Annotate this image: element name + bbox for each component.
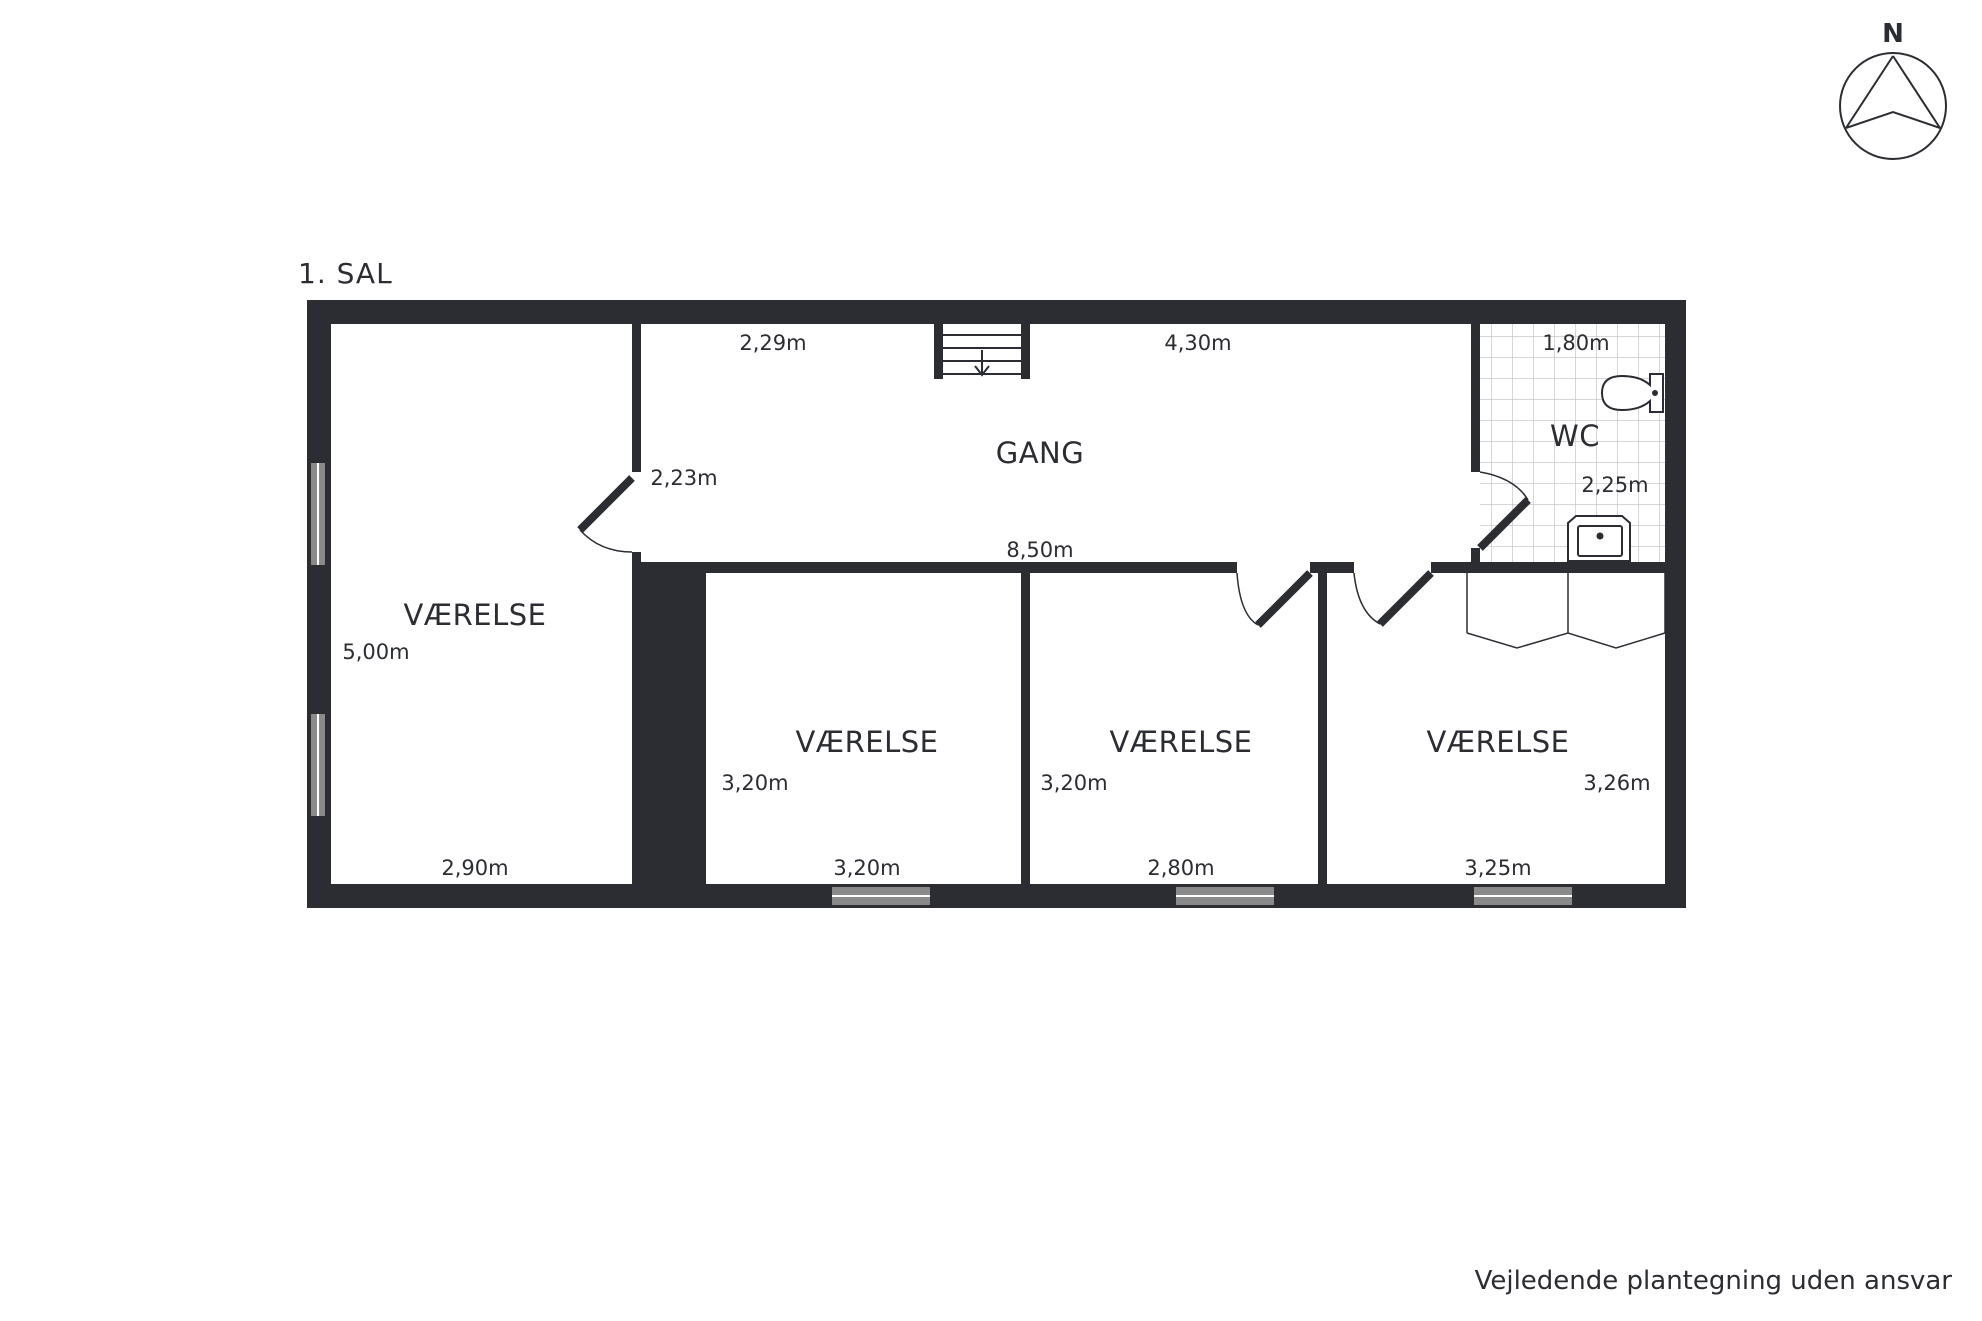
compass-circle — [1839, 52, 1947, 160]
toilet-icon — [1600, 373, 1664, 413]
dim-vaerelse-1-height: 5,00m — [342, 640, 409, 664]
compass-north-label: N — [1882, 19, 1904, 49]
stairs — [934, 324, 1030, 379]
disclaimer-note: Vejledende plantegning uden ansvar — [1474, 1266, 1952, 1296]
wc-fixtures — [1567, 373, 1664, 562]
room-label-vaerelse-2: VÆRELSE — [796, 725, 939, 759]
room-label-vaerelse-4: VÆRELSE — [1427, 725, 1570, 759]
dim-vaerelse-2-width: 3,20m — [833, 856, 900, 880]
dim-gang-length: 8,50m — [1006, 538, 1073, 562]
dim-vaerelse-1-width: 2,90m — [441, 856, 508, 880]
stair-arrow-icon — [974, 350, 990, 377]
dim-vaerelse-2-height: 3,20m — [721, 771, 788, 795]
room-label-wc: WC — [1550, 419, 1600, 453]
wardrobe — [1466, 573, 1666, 649]
dim-vaerelse-3-height: 3,20m — [1040, 771, 1107, 795]
room-label-vaerelse-3: VÆRELSE — [1110, 725, 1253, 759]
left-windows — [311, 463, 325, 816]
dim-gang-left-width: 2,29m — [739, 331, 806, 355]
bottom-windows — [832, 887, 1572, 905]
compass-arrow-icon — [1845, 55, 1941, 129]
outer-walls — [307, 300, 1686, 908]
dim-wc-height: 2,25m — [1581, 473, 1648, 497]
dim-gang-height: 2,23m — [650, 466, 717, 490]
dim-vaerelse-3-width: 2,80m — [1147, 856, 1214, 880]
compass: N — [1839, 19, 1947, 160]
dim-vaerelse-4-width: 3,25m — [1464, 856, 1531, 880]
dim-gang-right-width: 4,30m — [1164, 331, 1231, 355]
interior-walls — [632, 324, 1665, 884]
room-label-gang: GANG — [996, 436, 1084, 470]
doors — [577, 471, 1531, 628]
room-label-vaerelse-1: VÆRELSE — [404, 598, 547, 632]
dim-vaerelse-4-height: 3,26m — [1583, 771, 1650, 795]
dim-wc-width: 1,80m — [1542, 331, 1609, 355]
floor-label: 1. SAL — [298, 257, 393, 290]
